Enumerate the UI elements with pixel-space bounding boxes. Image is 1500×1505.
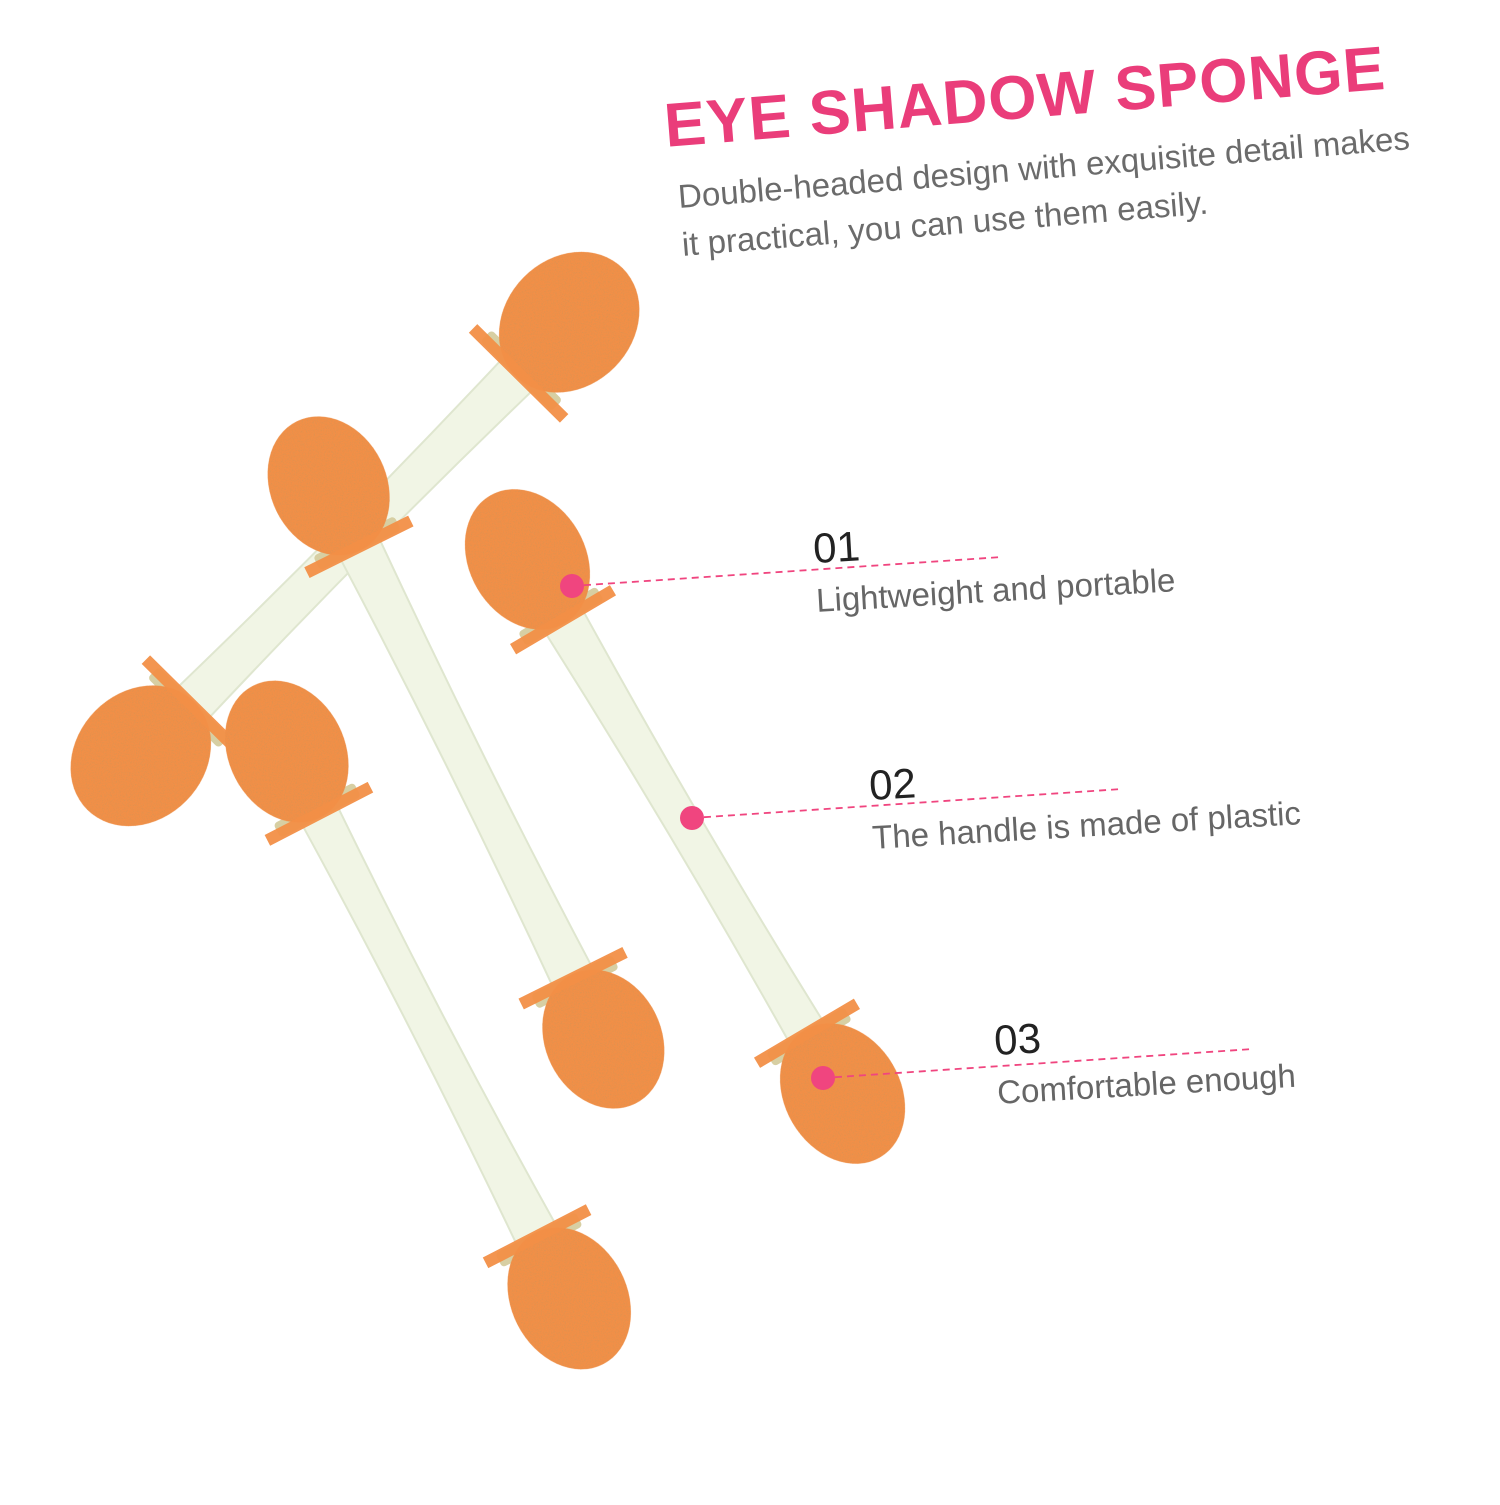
sponge-foam (542, 969, 665, 1109)
sponge-applicator (225, 680, 631, 1370)
sponge-tip (482, 1204, 631, 1370)
sponge-foam (507, 1227, 631, 1370)
sponge-base (518, 947, 628, 1010)
callout-dot (811, 1066, 835, 1090)
sponge-tip (468, 251, 640, 423)
sponge-base (141, 655, 242, 754)
sponge-foam (225, 680, 349, 823)
callout-leader-2 (680, 788, 1123, 830)
sponge-foam (499, 251, 640, 393)
sponge-tip (518, 947, 665, 1109)
sponge-foam (780, 1023, 906, 1164)
sponge-base (753, 998, 860, 1068)
sponge-tip (267, 416, 414, 578)
sponge-base (304, 515, 414, 578)
callout-leader-1 (560, 556, 1003, 598)
sponge-base (264, 781, 374, 846)
sponge-tip (753, 998, 906, 1164)
sponge-tip (225, 680, 374, 846)
feature-callout-3: 03 Comfortable enough (993, 1003, 1297, 1111)
sponge-base (468, 324, 569, 423)
sponge-foam (464, 489, 590, 630)
sponge-tip (464, 489, 617, 655)
callout-dot (560, 574, 584, 598)
sponge-foam (267, 416, 390, 556)
callout-dot (680, 806, 704, 830)
sponge-base (482, 1204, 592, 1269)
sponge-foam (70, 685, 211, 827)
callout-leader-3 (811, 1048, 1254, 1090)
sponge-tip (70, 655, 242, 827)
sponge-applicator (267, 416, 665, 1109)
sponge-base (510, 585, 617, 655)
